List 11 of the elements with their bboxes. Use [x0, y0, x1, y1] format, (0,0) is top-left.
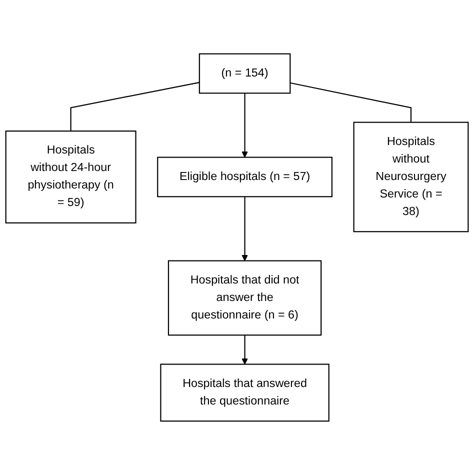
node-box: Hospitals that answered the questionnaire — [160, 363, 330, 422]
node-box: Hospitals without Neurosurgery Service (n = 38) — [353, 121, 469, 232]
node-box: Eligible hospitals (n = 57) — [157, 156, 332, 197]
connector — [70, 81, 200, 131]
connector — [290, 82, 412, 122]
arrow — [242, 92, 248, 158]
node-box: (n = 154) — [198, 52, 291, 94]
node-box: Hospitals that did not answer the questionnaire (n = 6) — [168, 260, 322, 336]
node-box: Hospitals without 24-hour physiotherapy (n = 59) — [5, 130, 136, 223]
arrow — [242, 196, 248, 261]
arrow — [242, 334, 248, 364]
